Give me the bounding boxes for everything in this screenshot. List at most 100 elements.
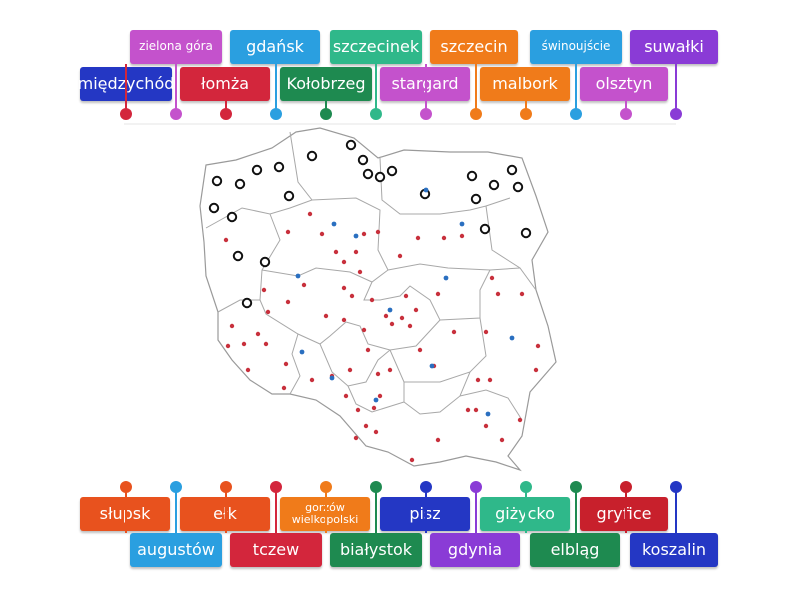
city-dot	[483, 423, 489, 429]
drop-target[interactable]	[374, 171, 386, 183]
city-dot	[417, 347, 423, 353]
label-tile[interactable]: Kołobrzeg	[280, 67, 372, 101]
marker-dot	[520, 108, 532, 120]
city-dot	[535, 343, 541, 349]
drop-target[interactable]	[226, 211, 238, 223]
drop-target[interactable]	[479, 223, 491, 235]
drop-target[interactable]	[306, 150, 318, 162]
marker-line	[525, 101, 527, 114]
marker-dot	[120, 108, 132, 120]
city-dot	[365, 347, 371, 353]
city-dot	[263, 341, 269, 347]
drop-target[interactable]	[208, 202, 220, 214]
city-dot	[403, 293, 409, 299]
drop-target[interactable]	[470, 193, 482, 205]
marker-line	[425, 64, 427, 114]
drop-target[interactable]	[386, 165, 398, 177]
label-tile[interactable]: gryfice	[580, 497, 668, 531]
city-dot	[361, 327, 367, 333]
marker-dot	[170, 481, 182, 493]
marker-line	[575, 487, 577, 533]
city-dot	[415, 235, 421, 241]
capital-dot	[331, 221, 337, 227]
map-regions	[199, 127, 557, 472]
region-border	[205, 131, 313, 229]
label-tile[interactable]: olsztyn	[580, 67, 668, 101]
city-dot	[495, 291, 501, 297]
drop-target[interactable]	[520, 227, 532, 239]
marker-dot	[670, 481, 682, 493]
label-tile[interactable]: zielona góra	[130, 30, 222, 64]
city-dot	[285, 299, 291, 305]
marker-dot	[220, 481, 232, 493]
marker-dot	[420, 481, 432, 493]
drop-target[interactable]	[362, 168, 374, 180]
marker-dot	[320, 481, 332, 493]
marker-line	[625, 487, 627, 533]
region-border	[345, 281, 441, 351]
label-tile[interactable]: tczew	[230, 533, 322, 567]
label-tile[interactable]: suwałki	[630, 30, 718, 64]
city-dot	[483, 329, 489, 335]
label-tile[interactable]: szczecin	[430, 30, 518, 64]
drop-target[interactable]	[466, 170, 478, 182]
capital-dot	[299, 349, 305, 355]
label-tile[interactable]: świnoujście	[530, 30, 622, 64]
label-tile[interactable]: białystok	[330, 533, 422, 567]
drop-target[interactable]	[211, 175, 223, 187]
drop-target[interactable]	[488, 179, 500, 191]
marker-dot	[470, 481, 482, 493]
marker-line	[275, 64, 277, 114]
drop-target[interactable]	[241, 297, 253, 309]
marker-dot	[670, 108, 682, 120]
label-tile[interactable]: elbląg	[530, 533, 620, 567]
region-border	[319, 343, 391, 387]
drop-target[interactable]	[283, 190, 295, 202]
city-dot	[517, 417, 523, 423]
city-dot	[451, 329, 457, 335]
city-dot	[343, 393, 349, 399]
capital-dot	[353, 233, 359, 239]
city-dot	[255, 331, 261, 337]
city-dot	[307, 211, 313, 217]
label-tile[interactable]: malbork	[480, 67, 570, 101]
city-dot	[459, 233, 465, 239]
city-dot	[363, 423, 369, 429]
region-border	[289, 333, 301, 395]
drop-target[interactable]	[512, 181, 524, 193]
marker-line	[675, 487, 677, 533]
label-tile[interactable]: gdynia	[430, 533, 520, 567]
city-dot	[341, 259, 347, 265]
label-tile[interactable]: augustów	[130, 533, 222, 567]
marker-line	[375, 487, 377, 533]
drop-target[interactable]	[234, 178, 246, 190]
marker-dot	[420, 108, 432, 120]
region-border	[403, 371, 471, 415]
city-dot	[377, 393, 383, 399]
city-dot	[265, 309, 271, 315]
drop-target[interactable]	[506, 164, 518, 176]
drop-target[interactable]	[273, 161, 285, 173]
capital-dot	[485, 411, 491, 417]
label-tile[interactable]: koszalin	[630, 533, 718, 567]
marker-line	[175, 487, 177, 533]
marker-line	[575, 64, 577, 114]
drop-target[interactable]	[251, 164, 263, 176]
marker-dot	[270, 481, 282, 493]
city-dot	[375, 371, 381, 377]
label-tile[interactable]: gdańsk	[230, 30, 320, 64]
marker-dot	[120, 481, 132, 493]
city-dot	[285, 229, 291, 235]
drop-target[interactable]	[232, 250, 244, 262]
region-border	[261, 267, 389, 283]
region-border	[387, 263, 521, 271]
label-tile[interactable]: szczecinek	[330, 30, 422, 64]
label-tile[interactable]: łomża	[180, 67, 270, 101]
city-dot	[357, 269, 363, 275]
drop-target[interactable]	[345, 139, 357, 151]
capital-dot	[295, 273, 301, 279]
capital-dot	[429, 363, 435, 369]
drop-target[interactable]	[259, 256, 271, 268]
drop-target[interactable]	[357, 154, 369, 166]
region-border	[217, 213, 281, 313]
